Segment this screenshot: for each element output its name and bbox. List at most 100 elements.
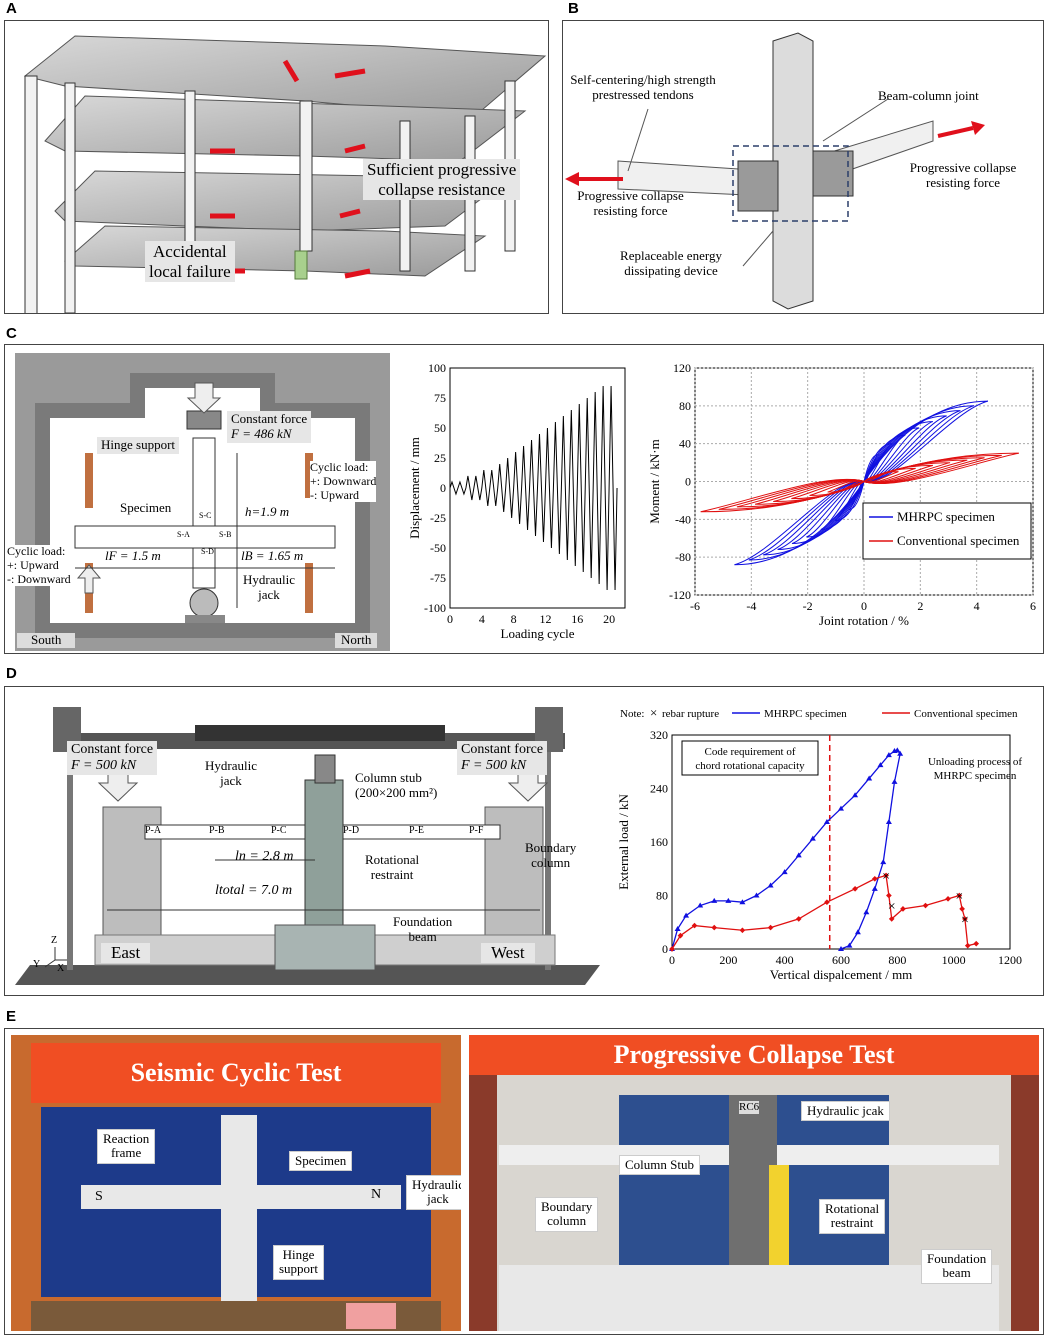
mhrpc-point [885,752,892,758]
panel-e-photos: Seismic Cyclic Test Reaction frame Speci… [4,1028,1044,1335]
y-tick-label: 0 [662,942,668,956]
x-tick-label: 800 [888,953,906,967]
y-tick-label: 120 [673,361,691,375]
found-e-line-2: beam [942,1265,971,1281]
x-tick-label: 8 [511,612,517,626]
cyclic-right-line-1: Cyclic load: [310,460,369,474]
rot-d-line-1: Rotational [365,852,420,867]
y-tick-label: 240 [650,782,668,796]
y-tick-label: 80 [679,399,691,413]
rot-d-label: Rotational restraint [365,852,420,883]
rot-d-line-2: restraint [370,866,414,882]
panel-a-building: Sufficient progressive collapse resistan… [4,20,549,314]
y-tick-label: -120 [669,588,691,602]
x-tick-label: -4 [746,599,756,613]
boundary-d-line-2: column [531,854,571,870]
x-tick-label: 6 [1030,599,1036,613]
conventional-point [883,872,889,879]
stub-line-2: (200×200 mm²) [355,784,438,800]
conventional-point [691,922,698,929]
jack-d-line-2: jack [220,772,242,788]
rot-e-line-2: restraint [830,1215,874,1231]
legend-entry: Conventional specimen [897,533,1020,548]
mhrpc-point [711,897,718,903]
device-label: Replaceable energy dissipating device [601,248,741,279]
north-label: North [335,632,378,648]
code-line-2: chord rotational capacity [695,760,805,772]
east-label: East [101,943,151,963]
conventional-point [945,896,951,902]
y-axis-label: External load / kN [616,794,631,890]
constant-right-line-1: Constant force [461,742,544,757]
hydraulic-jack-line-1: Hydraulic [243,572,295,587]
sd-label: S-D [201,547,214,556]
mhrpc-point [795,852,802,858]
mhrpc-point [767,882,774,888]
tendons-line-1: Self-centering/high strength [570,72,716,87]
pa-label: P-A [145,825,162,836]
panel-label-a: A [6,0,17,17]
pd-label: P-D [343,825,360,836]
mhrpc-point [866,775,873,781]
cyclic-left-line-2: +: Upward [7,557,59,572]
conventional-point [767,924,774,931]
cyclic-right-line-2: +: Downward [310,473,377,488]
conventional-point [824,899,830,906]
constant-right-line-2: F = 500 kN [461,758,527,774]
x-tick-label: -6 [690,599,700,613]
protocol-line [449,385,618,591]
hinge-line-1: Hinge [282,1247,315,1262]
x-tick-label: 1200 [998,953,1022,967]
conventional-point [871,875,878,882]
axis-y-label: Y [33,959,41,970]
legend-entry: MHRPC specimen [764,708,847,720]
panel-c-seismic: Constant force F = 486 kN Hinge support … [4,344,1044,654]
joint-illustration [565,32,985,310]
boundary-e-line-1: Boundary [541,1199,593,1214]
jack-d-label: Hydraulic jack [205,758,257,789]
conventional-point [964,942,971,949]
rupture-marker: × [961,913,969,928]
conventional-curve [671,874,977,950]
hyd-line-2: jack [427,1191,449,1207]
conventional-point [711,924,718,931]
lb-label: lB = 1.65 m [241,548,304,563]
y-tick-label: -50 [430,541,446,555]
found-e-line-1: Foundation [927,1251,987,1266]
boundary-d-label: Boundary column [525,840,577,871]
boundary-d-line-1: Boundary [525,840,577,855]
x-tick-label: 0 [447,612,453,626]
sa-label: S-A [177,530,190,539]
mhrpc-curve [671,749,901,950]
x-tick-label: 20 [603,612,615,626]
hydraulic-jack-e-tag: Hydraulic jack [406,1175,461,1210]
y-tick-label: 50 [434,421,446,435]
y-tick-label: -40 [675,512,691,526]
axis-z-label: Z [51,935,58,946]
constant-force-text: Constant force [231,411,308,426]
constant-right-label: Constant force F = 500 kN [457,741,548,776]
mhrpc-point [823,818,830,824]
mhrpc-point [674,925,681,931]
legend-entry: MHRPC specimen [897,509,995,524]
x-tick-label: 4 [479,612,485,626]
code-line-1: Code requirement of [704,746,795,758]
mhrpc-point [838,946,844,951]
resistance-line-1: Sufficient progressive [367,160,517,179]
ltotal-label: ltotal = 7.0 m [215,883,293,898]
panel-d-collapse: Constant force F = 500 kN Constant force… [4,686,1044,996]
cyclic-left-label: Cyclic load: +: Upward -: Downward [7,544,71,587]
panel-b-joint: Self-centering/high strength prestressed… [562,20,1044,314]
rc6-mark: RC6 [739,1101,760,1114]
failure-label: Accidental local failure [145,241,235,283]
force-right-line-1: Progressive collapse [909,160,1017,175]
n-mark: N [371,1187,382,1202]
mhrpc-point [885,818,892,824]
y-axis-label: Moment / kN·m [647,439,662,524]
lf-label: lF = 1.5 m [105,548,161,563]
x-axis-label: Loading cycle [501,626,575,641]
hinge-support-label: Hinge support [97,437,180,454]
sb-label: S-B [219,530,232,539]
hinge-line-2: support [279,1261,318,1277]
